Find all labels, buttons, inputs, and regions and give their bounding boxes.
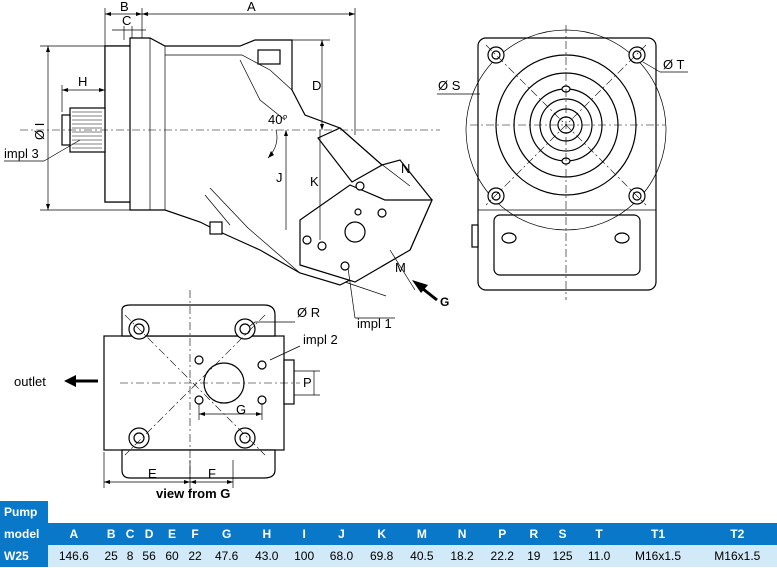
dim-K: K (310, 174, 319, 189)
dim-C: C (122, 13, 131, 28)
outlet-label: outlet (14, 374, 46, 389)
pump-dimension-drawing: B A C (4, 0, 688, 501)
impl2-label: impl 2 (303, 332, 338, 347)
table-cell-r: 19 (527, 549, 541, 563)
table-cell-h: 43.0 (255, 549, 279, 563)
dim-D: D (312, 78, 321, 93)
table-cell-j: 68.0 (329, 549, 354, 563)
table-row: W25 146.6 25 8 56 60 22 47.6 43.0 100 68.0 69.8 40.… (0, 545, 777, 567)
table-cell-f: 22 (188, 549, 202, 563)
table-header-r: R (529, 527, 539, 541)
table-header-j: J (338, 527, 345, 541)
table-header-k: K (377, 527, 386, 541)
impl1-label: impl 1 (357, 316, 392, 331)
table-header-t2: T2 (730, 527, 745, 541)
view-from-g-caption: view from G (156, 486, 230, 501)
table-model-cell: W25 (0, 545, 48, 567)
table-cell-i: 100 (294, 549, 315, 563)
table-header-t: T (595, 527, 603, 541)
table-header-h: H (262, 527, 272, 541)
dim-phi-T: Ø T (663, 57, 684, 72)
table-header-model: model (0, 523, 48, 545)
side-view: B A C (4, 0, 449, 331)
table-header-c: C (125, 527, 135, 541)
dim-H: H (78, 74, 87, 89)
table-header-t1: T1 (651, 527, 666, 541)
table-cell-b: 25 (104, 549, 118, 563)
table-header-pump: Pump (0, 501, 48, 523)
dim-phi-S: Ø S (438, 78, 461, 93)
table-cell-k: 69.8 (369, 549, 394, 563)
table-cell-t: 11.0 (587, 549, 611, 563)
table-header-a: A (69, 527, 79, 541)
table-cell-e: 60 (165, 549, 179, 563)
table-header-m: M (416, 527, 427, 541)
table-cell-t1: M16x1.5 (635, 549, 682, 563)
dim-J: J (276, 170, 283, 185)
table-cell-t2: M16x1.5 (714, 549, 761, 563)
table-header-e: E (168, 527, 177, 541)
dim-N: N (401, 161, 410, 176)
table-header-s: S (558, 527, 567, 541)
dim-E: E (148, 466, 157, 481)
impl3-label: impl 3 (4, 146, 39, 161)
table-header-n: N (457, 527, 467, 541)
table-header-d: D (144, 527, 154, 541)
table-cell-c: 8 (126, 549, 134, 563)
table-cell-n: 18.2 (450, 549, 474, 563)
g-arrow-label: G (440, 295, 449, 309)
dim-G: G (236, 402, 246, 417)
table-header-i: I (302, 527, 306, 541)
angle-label: 40° (268, 112, 288, 127)
table-cell-p: 22.2 (490, 549, 514, 563)
dim-A: A (247, 0, 256, 14)
table-header-p: P (498, 527, 507, 541)
table-cell-g: 47.6 (214, 549, 239, 563)
table-header-g: G (221, 527, 232, 541)
dim-phi-I: Ø I (32, 123, 47, 140)
table-cell-d: 56 (142, 549, 156, 563)
dim-B: B (120, 0, 129, 14)
view-from-g: outlet Ø R impl 2 G P E F view from G (14, 290, 338, 501)
table-cell-a: 146.6 (58, 549, 89, 563)
dim-F: F (208, 466, 216, 481)
dim-M: M (395, 260, 406, 275)
table-cell-m: 40.5 (410, 549, 434, 563)
table-cell-s: 125 (552, 549, 573, 563)
front-view: Ø S Ø T (437, 25, 688, 300)
dim-phi-R: Ø R (297, 305, 320, 320)
dim-P: P (303, 375, 312, 390)
table-header-b: B (106, 527, 116, 541)
table-header-f: F (191, 527, 199, 541)
